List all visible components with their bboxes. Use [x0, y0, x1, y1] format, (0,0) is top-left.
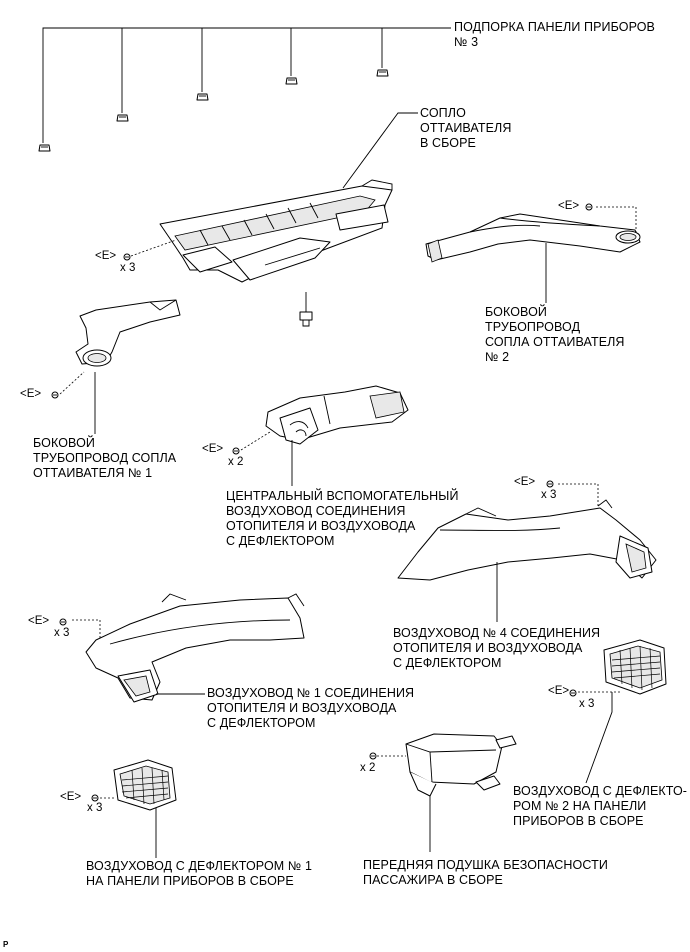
center-sub-duct-part [240, 385, 409, 486]
quantity-vent-1: x 3 [87, 802, 103, 814]
bolt-icon [91, 794, 99, 802]
clip-icon [116, 114, 129, 122]
bolt-icon [585, 203, 593, 211]
quantity-center-duct: x 2 [228, 456, 244, 468]
clip-icon [285, 77, 298, 85]
vent-2-part [578, 639, 667, 784]
airbag-part [377, 733, 517, 852]
bolt-icon [546, 480, 554, 488]
label-vent-2: ВОЗДУХОВОД С ДЕФЛЕКТО- РОМ № 2 НА ПАНЕЛИ… [513, 784, 688, 828]
label-center-sub-duct: ЦЕНТРАЛЬНЫЙ ВСПОМОГАТЕЛЬНЫЙ ВОЗДУХОВОД С… [226, 489, 459, 548]
clip-icon [196, 93, 209, 101]
support-clips [38, 27, 451, 152]
duct-4-part [397, 483, 657, 622]
fastener-tag: <E> [202, 443, 224, 455]
bolt-icon [59, 618, 67, 626]
defroster-nozzle-part [130, 112, 418, 327]
label-side-defroster-duct-2: БОКОВОЙ ТРУБОПРОВОД СОПЛА ОТТАИВАТЕЛЯ № … [485, 305, 625, 364]
clip-icon [38, 144, 51, 152]
bolt-icon [123, 253, 131, 261]
fastener-tag: <E> [20, 388, 42, 400]
label-duct-4: ВОЗДУХОВОД № 4 СОЕДИНЕНИЯ ОТОПИТЕЛЯ И ВО… [393, 626, 601, 670]
clip-icon [376, 69, 389, 77]
fastener-tag: <E> [95, 250, 117, 262]
fastener-tag: <E> [28, 615, 50, 627]
quantity-duct-4: x 3 [541, 489, 557, 501]
fastener-tag: <E> [514, 476, 536, 488]
label-vent-1: ВОЗДУХОВОД С ДЕФЛЕКТОРОМ № 1 НА ПАНЕЛИ П… [86, 859, 313, 888]
side-duct-1-part [59, 299, 181, 434]
bolt-icon [232, 447, 240, 455]
quantity-nozzle: x 3 [120, 262, 136, 274]
label-dash-panel-support-3: ПОДПОРКА ПАНЕЛИ ПРИБОРОВ № 3 [454, 20, 655, 49]
fastener-tag: <E> [558, 200, 580, 212]
quantity-duct-1: x 3 [54, 627, 70, 639]
label-defroster-nozzle: СОПЛО ОТТАИВАТЕЛЯ В СБОРЕ [420, 106, 512, 150]
label-side-defroster-duct-1: БОКОВОЙ ТРУБОПРОВОД СОПЛА ОТТАИВАТЕЛЯ № … [33, 436, 177, 480]
quantity-airbag: x 2 [360, 762, 376, 774]
label-duct-1: ВОЗДУХОВОД № 1 СОЕДИНЕНИЯ ОТОПИТЕЛЯ И ВО… [207, 686, 415, 730]
vent-1-part [100, 759, 177, 858]
quantity-vent-2: x 3 [579, 698, 595, 710]
side-duct-2-part [425, 206, 641, 303]
fastener-tag: <E> [548, 685, 570, 697]
fastener-tag: <E> [60, 791, 82, 803]
label-passenger-airbag: ПЕРЕДНЯЯ ПОДУШКА БЕЗОПАСНОСТИ ПАССАЖИРА … [363, 858, 608, 887]
bolt-icon [51, 391, 59, 399]
page-mark: P [3, 940, 9, 949]
duct-1-part [72, 593, 305, 703]
bolt-icon [369, 752, 377, 760]
bolt-icon [569, 689, 577, 697]
